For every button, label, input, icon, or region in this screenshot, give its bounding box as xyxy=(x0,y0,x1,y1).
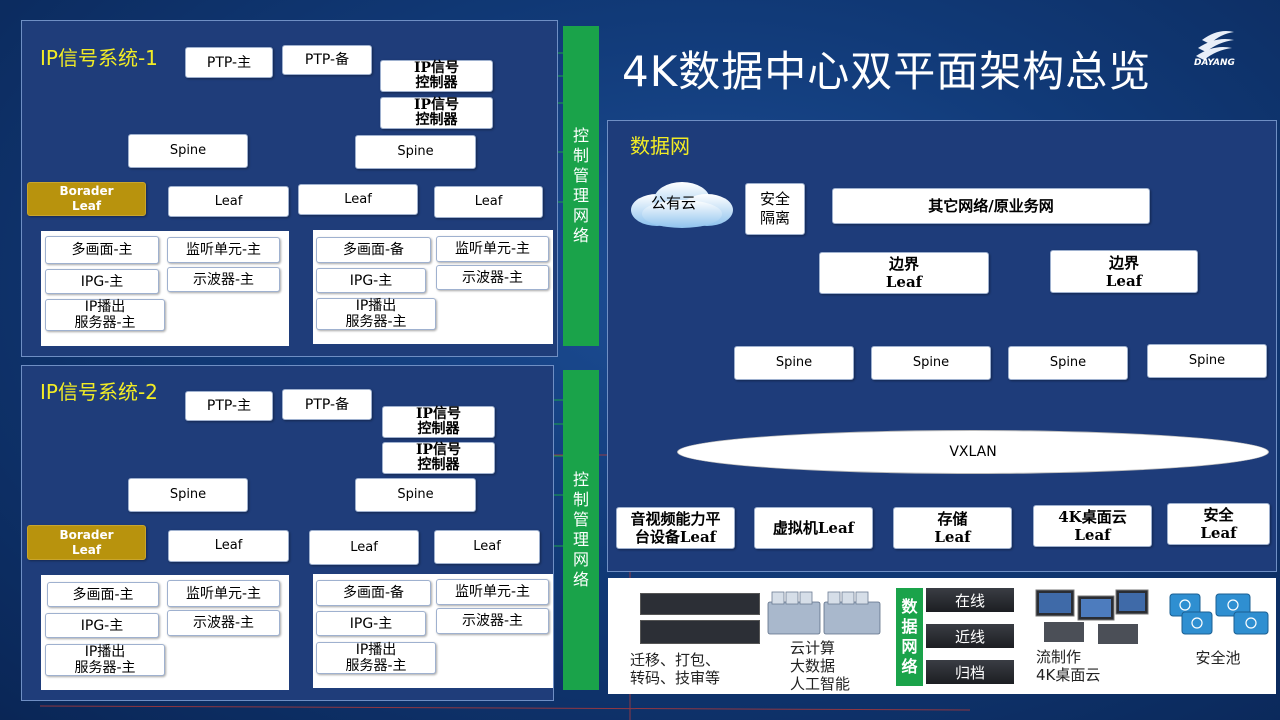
vxlan-fabric: VXLAN xyxy=(677,430,1269,474)
multiviewer-backup: 多画面-备 xyxy=(316,237,431,263)
control-management-network-bar-1: 控制管理网络 xyxy=(563,26,599,346)
vm-leaf: 虚拟机Leaf xyxy=(754,507,873,549)
leaf-2: Leaf xyxy=(298,184,418,215)
workstation-icon xyxy=(1034,586,1150,648)
ptp-main-2: PTP-主 xyxy=(185,391,273,421)
edge-leaf-1: 边界 Leaf xyxy=(819,252,989,294)
oscilloscope-main: 示波器-主 xyxy=(167,267,280,292)
ip-signal-controller-2: IP信号 控制器 xyxy=(380,97,493,129)
ip-playout-server-3: IP播出 服务器-主 xyxy=(45,644,165,676)
edge-leaf-2: 边界 Leaf xyxy=(1050,250,1198,293)
data-spine-3: Spine xyxy=(1008,346,1128,380)
data-network-bar-label: 数据网络 xyxy=(901,597,918,676)
av-platform-leaf: 音视频能力平 台设备Leaf xyxy=(616,507,735,549)
ip-system-1-title: IP信号系统-1 xyxy=(40,46,158,70)
rack-server-1 xyxy=(640,593,760,615)
control-bar-label-2: 控制管理网络 xyxy=(572,470,589,589)
spine-2: Spine xyxy=(355,135,476,169)
control-bar-label-1: 控制管理网络 xyxy=(572,126,589,245)
security-pool-caption: 安全池 xyxy=(1195,649,1241,667)
leaf-4: Leaf xyxy=(168,530,289,562)
public-cloud-label: 公有云 xyxy=(651,194,697,212)
data-network-title: 数据网 xyxy=(630,134,690,158)
ip-playout-server-4: IP播出 服务器-主 xyxy=(316,642,436,674)
cloud-compute-icon xyxy=(766,588,886,640)
spine-4: Spine xyxy=(355,478,476,512)
ptp-backup: PTP-备 xyxy=(282,45,372,75)
security-leaf: 安全 Leaf xyxy=(1167,503,1270,545)
desktop-caption: 流制作 4K桌面云 xyxy=(1036,648,1101,684)
ip-system-2-title: IP信号系统-2 xyxy=(40,380,158,404)
multiviewer-backup-2: 多画面-备 xyxy=(316,580,431,606)
storage-nearline: 近线 xyxy=(926,624,1014,648)
ip-playout-server-2: IP播出 服务器-主 xyxy=(316,298,436,330)
leaf-3: Leaf xyxy=(434,186,543,218)
audio-monitor-main: 监听单元-主 xyxy=(167,237,280,263)
ip-signal-controller-3: IP信号 控制器 xyxy=(382,406,495,438)
leaf-6: Leaf xyxy=(434,530,540,564)
ptp-backup-2: PTP-备 xyxy=(282,389,372,420)
logo-icon xyxy=(1196,31,1234,60)
ip-signal-controller-1: IP信号 控制器 xyxy=(380,60,493,92)
ipg-main-2: IPG-主 xyxy=(316,268,426,293)
storage-leaf: 存储 Leaf xyxy=(893,507,1012,549)
data-spine-2: Spine xyxy=(871,346,991,380)
rack-server-2 xyxy=(640,620,760,644)
data-network-bar: 数据网络 xyxy=(896,588,923,686)
ipg-main-3: IPG-主 xyxy=(45,613,159,638)
ipg-main: IPG-主 xyxy=(45,269,159,294)
audio-monitor-4: 监听单元-主 xyxy=(436,579,549,605)
desktop-cloud-leaf: 4K桌面云 Leaf xyxy=(1033,505,1152,547)
dayang-logo: DAYANG xyxy=(1188,26,1250,71)
ptp-main: PTP-主 xyxy=(185,47,273,78)
oscilloscope-4: 示波器-主 xyxy=(436,608,549,634)
cloud-compute-caption: 云计算 大数据 人工智能 xyxy=(790,639,851,693)
ip-signal-controller-4: IP信号 控制器 xyxy=(382,442,495,474)
leaf-1: Leaf xyxy=(168,186,289,217)
audio-monitor-3: 监听单元-主 xyxy=(167,580,280,607)
leaf-5: Leaf xyxy=(309,530,419,565)
security-isolation: 安全 隔离 xyxy=(745,183,805,235)
oscilloscope-3: 示波器-主 xyxy=(167,610,280,636)
spine-3: Spine xyxy=(128,478,248,512)
spine-1: Spine xyxy=(128,134,248,168)
ipg-main-4: IPG-主 xyxy=(316,611,426,636)
border-leaf: Borader Leaf xyxy=(27,182,146,216)
logo-text: DAYANG xyxy=(1194,58,1235,68)
audio-monitor-2: 监听单元-主 xyxy=(436,236,549,262)
data-spine-4: Spine xyxy=(1147,344,1267,378)
cloud-icon xyxy=(631,182,733,228)
multiviewer-main: 多画面-主 xyxy=(45,236,159,264)
multiviewer-main-2: 多画面-主 xyxy=(47,582,159,607)
storage-online: 在线 xyxy=(926,588,1014,612)
servers-caption: 迁移、打包、 转码、技审等 xyxy=(630,651,721,687)
data-spine-1: Spine xyxy=(734,346,854,380)
other-network: 其它网络/原业务网 xyxy=(832,188,1150,224)
oscilloscope-2: 示波器-主 xyxy=(436,265,549,290)
security-pool-icon xyxy=(1168,590,1272,640)
public-cloud: 公有云 xyxy=(627,180,737,230)
ip-playout-server-main: IP播出 服务器-主 xyxy=(45,299,165,331)
control-management-network-bar-2: 控制管理网络 xyxy=(563,370,599,690)
border-leaf-2: Borader Leaf xyxy=(27,525,146,560)
page-title: 4K数据中心双平面架构总览 xyxy=(622,47,1152,96)
storage-archive: 归档 xyxy=(926,660,1014,684)
